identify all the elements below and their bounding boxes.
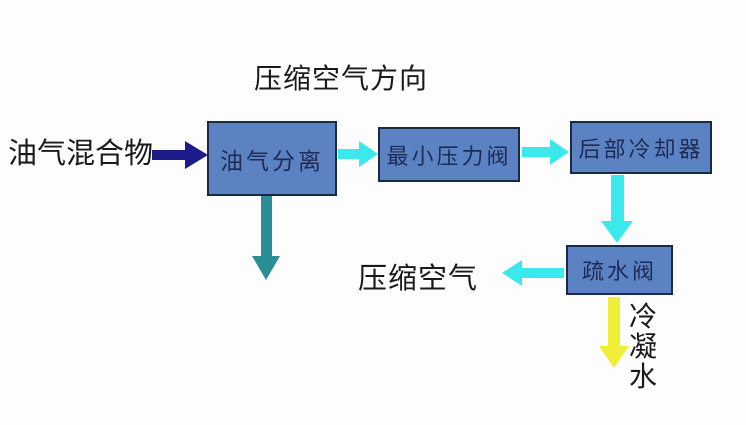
arrow-separator-drain-icon bbox=[252, 196, 280, 280]
label-compressed-air: 压缩空气 bbox=[358, 263, 479, 295]
node-label: 油气分离 bbox=[220, 148, 324, 174]
node-label: 后部冷却器 bbox=[578, 136, 704, 162]
arrow-input-to-separator-icon bbox=[152, 141, 208, 169]
arrow-aftercooler-to-drain-valve-icon bbox=[601, 175, 633, 243]
label-oil-gas-mixture: 油气混合物 bbox=[8, 138, 154, 170]
node-aftercooler: 后部冷却器 bbox=[570, 121, 712, 174]
diagram-title: 压缩空气方向 bbox=[254, 64, 429, 95]
node-drain-valve: 疏水阀 bbox=[566, 245, 673, 295]
node-label: 疏水阀 bbox=[581, 259, 657, 284]
arrow-valve-to-aftercooler-icon bbox=[522, 139, 569, 165]
arrow-separator-to-valve-icon bbox=[338, 141, 378, 167]
arrow-drain-valve-to-air-icon bbox=[502, 260, 564, 286]
node-minimum-pressure-valve: 最小压力阀 bbox=[378, 127, 520, 182]
node-label: 最小压力阀 bbox=[386, 143, 512, 169]
arrow-drain-valve-to-condensate-icon bbox=[599, 297, 629, 368]
node-oil-gas-separation: 油气分离 bbox=[207, 121, 337, 196]
label-condensate-water: 冷凝水 bbox=[629, 302, 658, 394]
